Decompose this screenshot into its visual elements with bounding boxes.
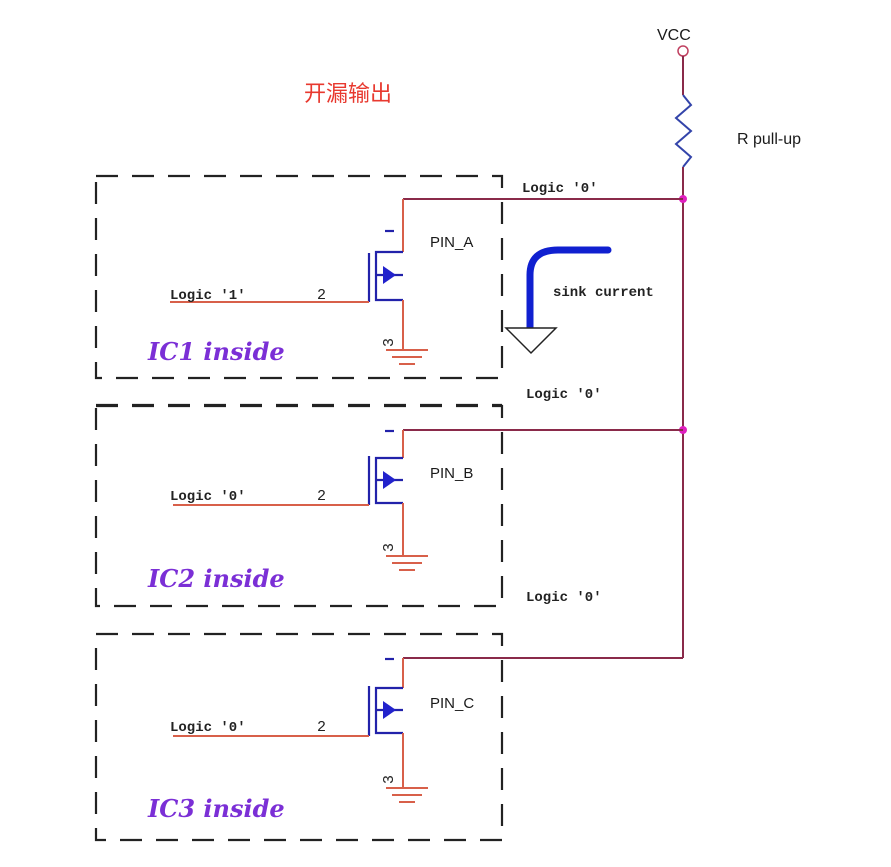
- mosfet-arrow: [383, 471, 396, 489]
- bus-logic-label: Logic '0': [526, 387, 602, 403]
- ic2-block: Logic '0' 2 3 PIN_B IC2 inside: [94, 403, 683, 608]
- input-logic-label: Logic '0': [170, 720, 246, 736]
- ic-boundary: [94, 632, 504, 842]
- sink-current-label: sink current: [553, 285, 654, 301]
- ic1-block: Logic '1' 2 3 PIN_A IC1 inside: [94, 174, 683, 380]
- ic-name: IC2 inside: [147, 564, 285, 593]
- sink-current-arrow: [526, 246, 612, 334]
- gate-pin-number: 2: [317, 488, 326, 505]
- ic3-block: Logic '0' 2 3 PIN_C IC3 inside: [94, 632, 683, 842]
- ic-boundary: [94, 404, 504, 608]
- resistor-label: R pull-up: [737, 131, 801, 148]
- source-pin-number: 3: [381, 338, 398, 347]
- gate-pin-number: 2: [317, 287, 326, 304]
- pull-up-resistor: [674, 94, 693, 168]
- pin-label: PIN_A: [430, 234, 473, 251]
- bus-logic-label: Logic '0': [526, 590, 602, 606]
- mosfet-arrow: [383, 266, 396, 284]
- bus-logic-label: Logic '0': [522, 181, 598, 197]
- ic-name: IC3 inside: [147, 794, 285, 823]
- source-pin-number: 3: [381, 543, 398, 552]
- gate-pin-number: 2: [317, 719, 326, 736]
- pin-label: PIN_B: [430, 465, 473, 482]
- input-logic-label: Logic '0': [170, 489, 246, 505]
- vcc-terminal: [677, 45, 689, 57]
- mosfet-arrow: [383, 701, 396, 719]
- ic-boundary: [94, 174, 504, 380]
- source-pin-number: 3: [381, 775, 398, 784]
- vcc-label: VCC: [657, 27, 691, 44]
- ic-name: IC1 inside: [147, 337, 285, 366]
- diagram-title: 开漏输出: [304, 82, 392, 107]
- ground-triangle-icon: [504, 327, 558, 355]
- pin-label: PIN_C: [430, 695, 474, 712]
- input-logic-label: Logic '1': [170, 288, 246, 304]
